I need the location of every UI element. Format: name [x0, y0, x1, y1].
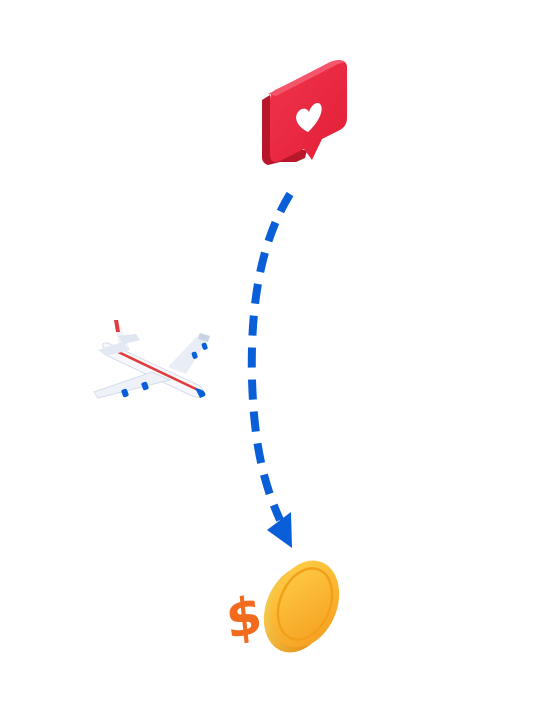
airplane-stabilizer-top: [118, 334, 140, 344]
airplane-tail-accent: [114, 320, 120, 332]
airplane-stripe: [113, 348, 199, 392]
airplane-far-wingtip: [198, 333, 210, 342]
airplane-engine: [201, 342, 208, 350]
dollar-coin-icon: $: [223, 560, 340, 653]
airplane-far-wing: [168, 333, 210, 374]
airplane-engine: [121, 388, 129, 398]
bubble-top-edge: [268, 60, 345, 96]
flow-arrow: [247, 191, 294, 548]
airplane-stabilizer: [98, 342, 130, 356]
airplane-nose: [195, 388, 206, 398]
airplane-engine: [191, 351, 198, 359]
coin-inner-ring: [276, 567, 334, 641]
dollar-symbol: $: [223, 585, 265, 652]
arrowhead-icon: [267, 512, 292, 548]
airplane-icon: [93, 320, 210, 399]
heart-icon: [296, 102, 322, 132]
airplane-engine: [141, 381, 149, 391]
flow-arrow-line: [247, 191, 294, 522]
airplane-near-wing: [93, 371, 172, 399]
like-notification-bubble: [262, 60, 347, 165]
